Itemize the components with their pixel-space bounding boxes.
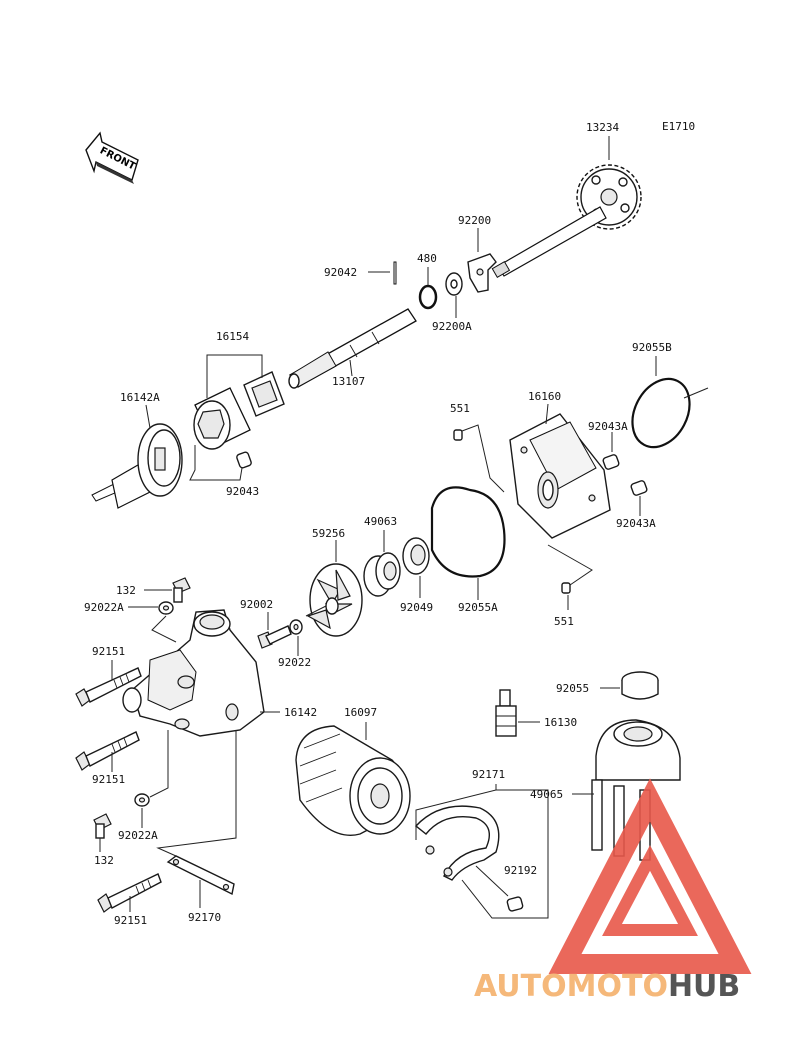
dowel-92043a-top [602, 454, 620, 470]
callout-92200: 92200 [458, 214, 491, 227]
seal-49063 [363, 552, 401, 597]
impeller-59256 [305, 563, 363, 637]
callout-16142: 16142 [284, 706, 317, 719]
callout-16097: 16097 [344, 706, 377, 719]
callout-92200a: 92200A [432, 320, 472, 333]
dowel-92043 [236, 451, 252, 469]
callout-92151-b: 92151 [92, 773, 125, 786]
callout-59256: 59256 [312, 527, 345, 540]
callout-92192: 92192 [504, 864, 537, 877]
callout-92151-c: 92151 [114, 914, 147, 927]
bolt-92002 [257, 625, 292, 649]
callout-92043a-bottom: 92043A [616, 517, 656, 530]
rotor-set-16154 [193, 371, 285, 450]
plug-92192 [506, 896, 524, 912]
front-arrow-icon: FRONT [85, 131, 139, 184]
clamp-band-92171 [414, 805, 500, 881]
callout-92022: 92022 [278, 656, 311, 669]
callout-16142a: 16142A [120, 391, 160, 404]
washer-plate-92200 [467, 253, 497, 293]
o-ring-cap-92055 [621, 671, 659, 700]
callout-92171: 92171 [472, 768, 505, 781]
pin-551-bottom [561, 582, 571, 594]
bearing-92049 [402, 537, 430, 575]
pump-housing-16142a [91, 423, 183, 509]
dowel-92043a-bottom [630, 480, 648, 496]
gasket-92055a [430, 486, 506, 578]
watermark-text: AUTOMOTOHUB [474, 969, 740, 1004]
callout-92022a-bottom: 92022A [118, 829, 158, 842]
bolt-92151-a [75, 667, 142, 707]
water-pump-body-16142 [122, 609, 265, 737]
callout-551-bottom: 551 [554, 615, 574, 628]
bolt-92151-b [75, 731, 140, 771]
oil-pump-gear [491, 164, 642, 279]
o-ring-92055b [631, 377, 691, 449]
callout-16154: 16154 [216, 330, 249, 343]
callout-16130: 16130 [544, 716, 577, 729]
callout-92022a-top: 92022A [84, 601, 124, 614]
fitting-16130 [495, 689, 517, 737]
pump-cover-16160 [509, 413, 611, 539]
callout-92042: 92042 [324, 266, 357, 279]
callout-13234: 13234 [586, 121, 619, 134]
callout-13107: 13107 [332, 375, 365, 388]
callout-92002: 92002 [240, 598, 273, 611]
callout-92055b: 92055B [632, 341, 672, 354]
callout-92055: 92055 [556, 682, 589, 695]
callout-92043: 92043 [226, 485, 259, 498]
watermark-logo [548, 778, 752, 974]
callout-16160: 16160 [528, 390, 561, 403]
bolt-132-bottom [93, 813, 112, 839]
callout-480: 480 [417, 252, 437, 265]
pump-shaft-13107 [288, 308, 417, 389]
callout-92151-a: 92151 [92, 645, 125, 658]
callout-49065: 49065 [530, 788, 563, 801]
diagram-ref-code: E1710 [662, 120, 695, 133]
callout-551-top: 551 [450, 402, 470, 415]
pin-92042 [393, 261, 397, 285]
oil-filter-16097 [295, 725, 411, 836]
callout-92049: 92049 [400, 601, 433, 614]
watermark-triangle-icon [548, 778, 752, 974]
callout-49063: 49063 [364, 515, 397, 528]
callout-132-bottom: 132 [94, 854, 114, 867]
bolt-92151-c [97, 873, 162, 913]
callout-92055a: 92055A [458, 601, 498, 614]
circlip-480 [418, 284, 438, 310]
callout-92170: 92170 [188, 911, 221, 924]
pin-551-top [453, 429, 463, 441]
bracket-92170 [166, 855, 235, 896]
callout-132-top: 132 [116, 584, 136, 597]
bolt-132-top [172, 577, 191, 603]
callout-92043a-top: 92043A [588, 420, 628, 433]
